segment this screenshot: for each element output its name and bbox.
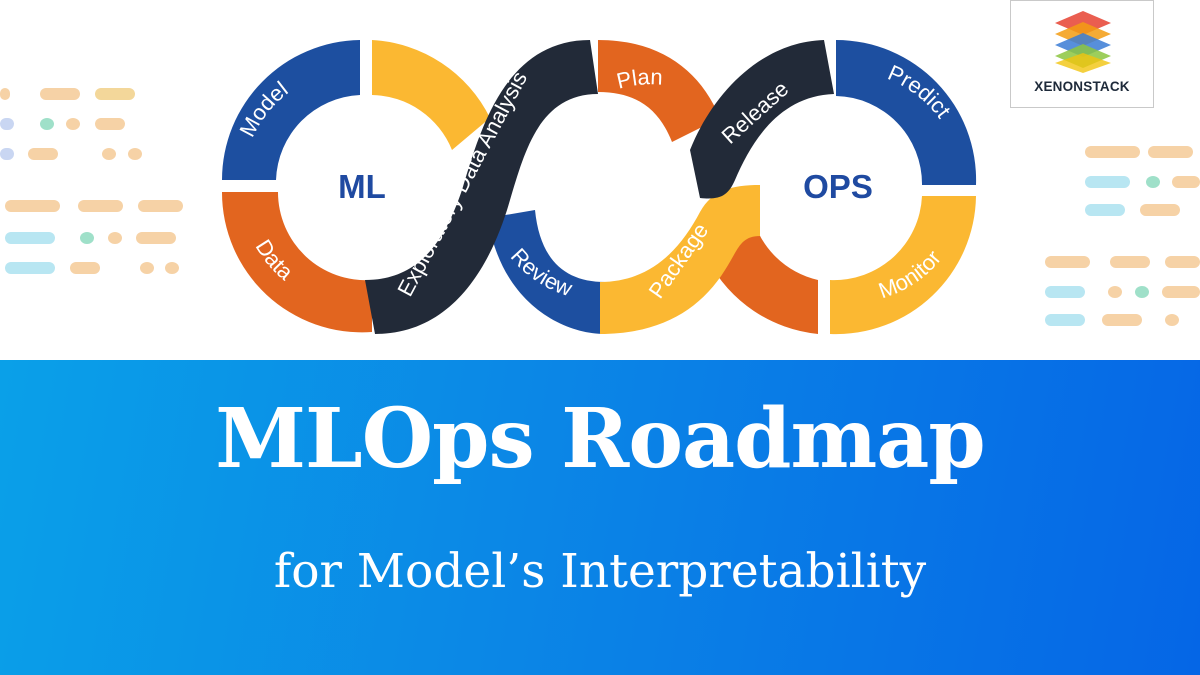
label-plan: Plan bbox=[614, 64, 663, 94]
stacked-layers-icon bbox=[1055, 11, 1111, 73]
segment-package bbox=[600, 185, 760, 334]
brand-logo[interactable]: XENONSTACK bbox=[1010, 0, 1154, 108]
segment-eda bbox=[365, 40, 598, 334]
center-label-ml: ML bbox=[338, 168, 386, 205]
page-subtitle: for Model’s Interpretability bbox=[273, 544, 927, 599]
segment-monitor bbox=[830, 196, 976, 335]
segment-plan bbox=[598, 40, 720, 142]
hero-illustration-area: Model Data Plan Predict Monitor Review E… bbox=[0, 0, 1200, 340]
ml-ring bbox=[221, 40, 490, 333]
segment-release bbox=[690, 40, 834, 199]
center-label-ops: OPS bbox=[803, 168, 873, 205]
segment-model bbox=[222, 40, 360, 180]
decorative-dashes-left bbox=[0, 0, 220, 300]
title-banner bbox=[0, 360, 1200, 675]
segment-ml-yellow bbox=[372, 40, 490, 150]
segment-review bbox=[488, 210, 605, 334]
decorative-dashes-right bbox=[1040, 0, 1200, 340]
mlops-infinity-diagram: Model Data Plan Predict Monitor Review E… bbox=[221, 39, 977, 335]
brand-name: XENONSTACK bbox=[1034, 79, 1130, 94]
segment-data bbox=[221, 192, 372, 333]
middle-crossings bbox=[365, 40, 834, 334]
page-title: MLOps Roadmap bbox=[215, 391, 985, 487]
segment-predict bbox=[836, 39, 977, 186]
